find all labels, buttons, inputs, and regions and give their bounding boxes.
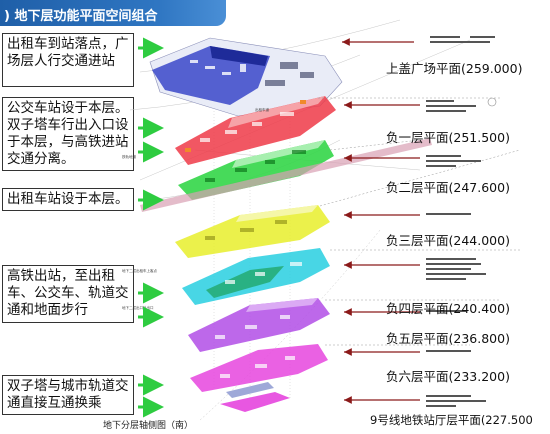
floor-label-b4: 负四层平面(240.400) [386,301,510,316]
red-leaders [342,38,420,404]
title-bar: ) 地下层功能平面空间组合 [0,0,226,26]
floor-plate-metro [220,382,290,412]
small-note-b2-exit: 地下二层出口处出口 [122,305,154,310]
floor-label-b5: 负五层平面(236.800) [386,331,510,346]
floor-plate-b2 [178,140,334,200]
note-bus-station: 公交车站设于本层。双子塔车行出入口设于本层，与高铁进站交通分离。 [2,97,134,171]
floor-label-b1: 负一层平面(251.500) [386,130,510,145]
floor-plate-b4 [182,248,330,305]
note-taxi-station: 出租车站设于本层。 [2,188,134,211]
floor-label-plaza: 上盖广场平面(259.000) [386,61,523,76]
rail-band [140,138,432,212]
floor-label-b2: 负二层平面(247.600) [386,180,510,195]
diagram-caption: 地下分层轴侧图（南） [103,421,194,431]
floor-plate-b1 [175,96,336,165]
small-note-rail-tunnel: 铁轨地道 [122,154,136,159]
legend-text-blocks [426,36,495,407]
small-note-taxi-lane: 出租车道 [255,107,269,112]
green-arrows [138,37,164,418]
note-twin-tower-transfer: 双子塔与城市轨道交通直接互通换乘 [2,375,134,415]
dashed-guides [318,97,521,346]
floor-plate-b6 [190,344,328,392]
floor-label-b6: 负六层平面(233.200) [386,369,510,384]
page-title: ) 地下层功能平面空间组合 [4,9,158,24]
floor-plate-plaza [149,37,343,117]
small-note-taxi-pickup: 地下二层出租车上客点 [122,268,157,273]
note-taxi-arrival: 出租车到站落点，广场层人行交通进站 [2,33,134,87]
compass-marker [487,97,497,107]
floor-label-b3: 负三层平面(244.000) [386,233,510,248]
floor-plate-b5 [188,298,330,352]
floor-plate-b3 [175,205,330,258]
note-hsr-exit: 高铁出站，至出租车、公交车、轨道交通和地面步行 [2,265,134,323]
floor-label-metro: 9号线地铁站厅层平面(227.500 [370,413,533,427]
